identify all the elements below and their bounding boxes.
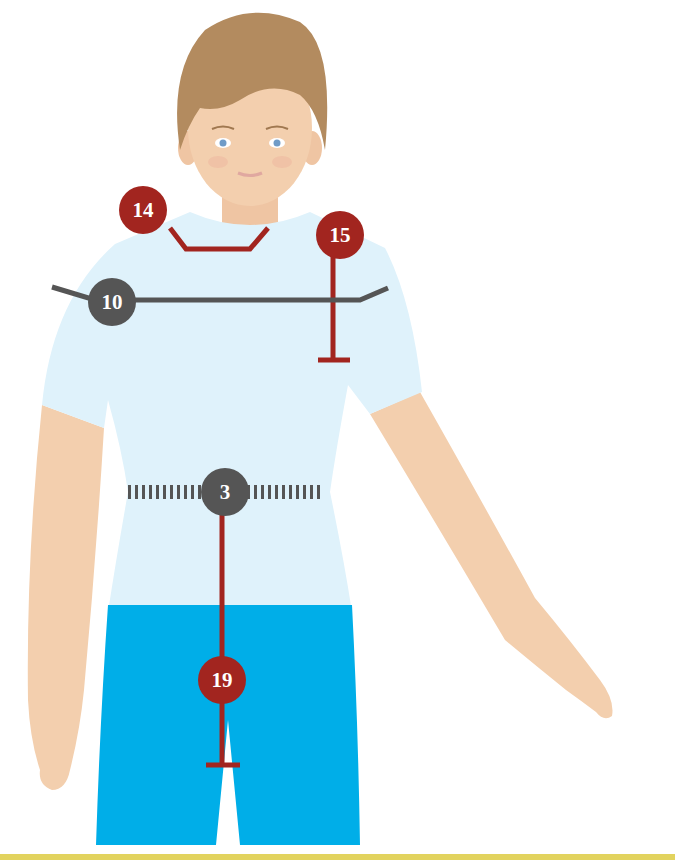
- eye: [215, 138, 231, 148]
- hip-depth-measure-line: [206, 515, 240, 765]
- callout-number: 15: [316, 211, 364, 259]
- callout-number: 10: [88, 278, 136, 326]
- eye-iris: [274, 140, 281, 147]
- callout-number-text: 14: [133, 200, 154, 221]
- hair: [177, 13, 327, 150]
- t-shirt: [42, 212, 422, 612]
- callout-number: 19: [198, 656, 246, 704]
- eye-iris: [220, 140, 227, 147]
- left-arm: [28, 405, 104, 790]
- callout-number-text: 15: [330, 225, 351, 246]
- right-arm: [370, 392, 613, 718]
- callout-number-text: 19: [212, 670, 233, 691]
- callout-number: 3: [201, 468, 249, 516]
- eye: [269, 138, 285, 148]
- floor-line: [0, 854, 675, 860]
- eyebrows: [212, 127, 288, 130]
- pants: [96, 605, 360, 845]
- callout-number-text: 3: [220, 482, 231, 503]
- callout-number: 14: [119, 186, 167, 234]
- cheek: [272, 156, 292, 168]
- neck-measure-line: [170, 228, 268, 249]
- chest-depth-measure-line: [318, 255, 350, 360]
- mouth: [238, 173, 262, 176]
- callout-number-text: 10: [102, 292, 123, 313]
- cheek: [208, 156, 228, 168]
